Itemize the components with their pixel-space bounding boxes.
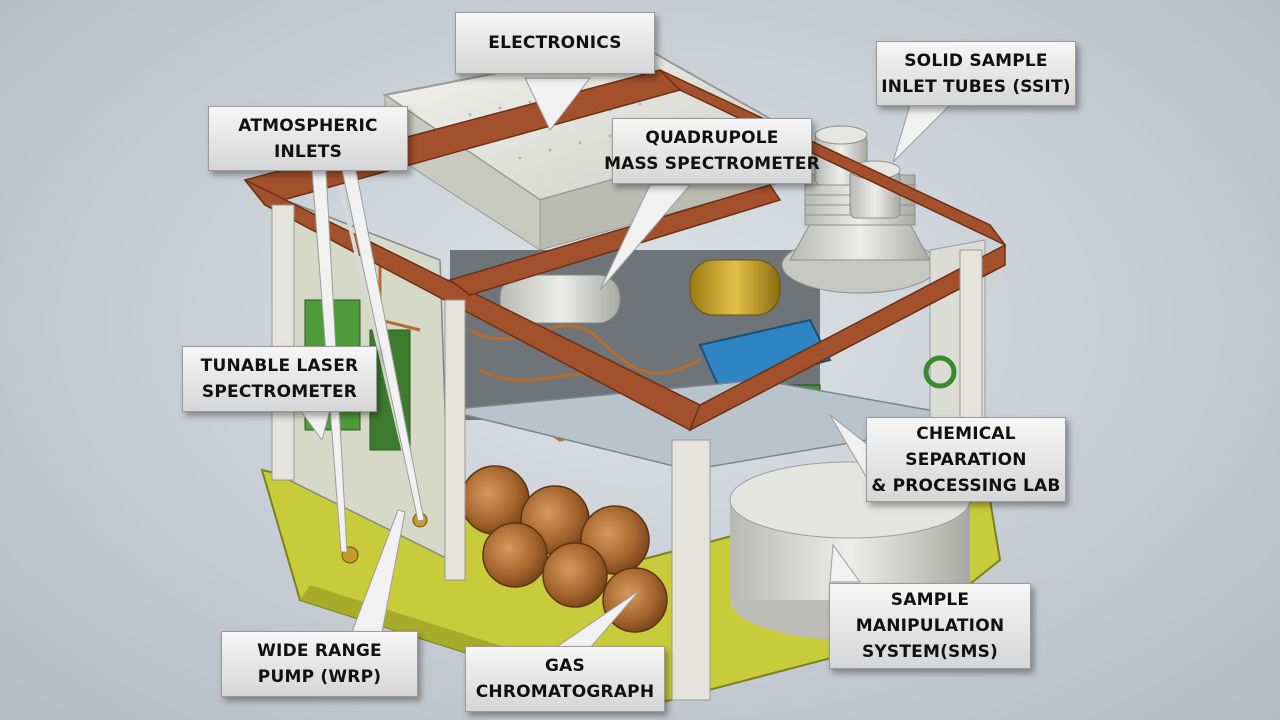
label-line: CHEMICAL	[916, 423, 1016, 444]
right-green-ring	[923, 355, 957, 389]
gold-cylinder	[689, 259, 781, 316]
label-line: SAMPLE	[890, 590, 970, 610]
label-line: SPECTROMETER	[201, 382, 358, 402]
label-line: TUNABLE LASER	[200, 356, 359, 376]
label-line: QUADRUPOLE	[645, 128, 779, 148]
label-chemical-separation-processing-lab: CHEMICAL SEPARATION & PROCESSING LAB	[866, 417, 1066, 502]
label-line: INLETS	[273, 141, 343, 162]
label-line: MASS SPECTROMETER	[604, 154, 820, 174]
label-line: PUMP (WRP)	[257, 667, 382, 687]
label-line: GAS	[545, 656, 585, 676]
pointer-ssit	[892, 104, 952, 163]
gc-columns	[460, 465, 668, 633]
label-wide-range-pump: WIDE RANGE PUMP (WRP)	[221, 631, 418, 697]
label-electronics: ELECTRONICS	[455, 12, 655, 74]
label-line: SEPARATION	[905, 449, 1027, 470]
label-line: SYSTEM(SMS)	[861, 642, 999, 662]
callout-pointers	[299, 77, 952, 649]
pointer-qms	[599, 184, 692, 291]
label-line: SOLID SAMPLE	[904, 50, 1048, 71]
label-line: MANIPULATION	[855, 616, 1005, 636]
label-line: ELECTRONICS	[488, 33, 622, 53]
label-line: & PROCESSING LAB	[871, 475, 1061, 496]
pointer-electronics	[524, 77, 592, 131]
blue-manifold	[698, 318, 832, 392]
label-line: INLET TUBES (SSIT)	[881, 76, 1071, 97]
front-post	[671, 439, 711, 701]
label-gas-chromatograph: GAS CHROMATOGRAPH	[465, 646, 665, 712]
label-sample-manipulation-system: SAMPLE MANIPULATION SYSTEM(SMS)	[829, 583, 1031, 669]
pointer-sms	[829, 543, 861, 583]
label-line: CHROMATOGRAPH	[475, 682, 655, 702]
mid-post	[444, 299, 466, 581]
label-tunable-laser-spectrometer: TUNABLE LASER SPECTROMETER	[182, 346, 377, 412]
label-quadrupole-mass-spectrometer: QUADRUPOLE MASS SPECTROMETER	[604, 118, 820, 184]
label-ssit: SOLID SAMPLE INLET TUBES (SSIT)	[876, 41, 1076, 106]
qms-tube	[499, 274, 621, 324]
left-post	[271, 204, 295, 481]
label-atmospheric-inlets: ATMOSPHERIC INLETS	[208, 106, 408, 171]
label-line: WIDE RANGE	[257, 641, 382, 661]
label-line: ATMOSPHERIC	[238, 115, 378, 136]
